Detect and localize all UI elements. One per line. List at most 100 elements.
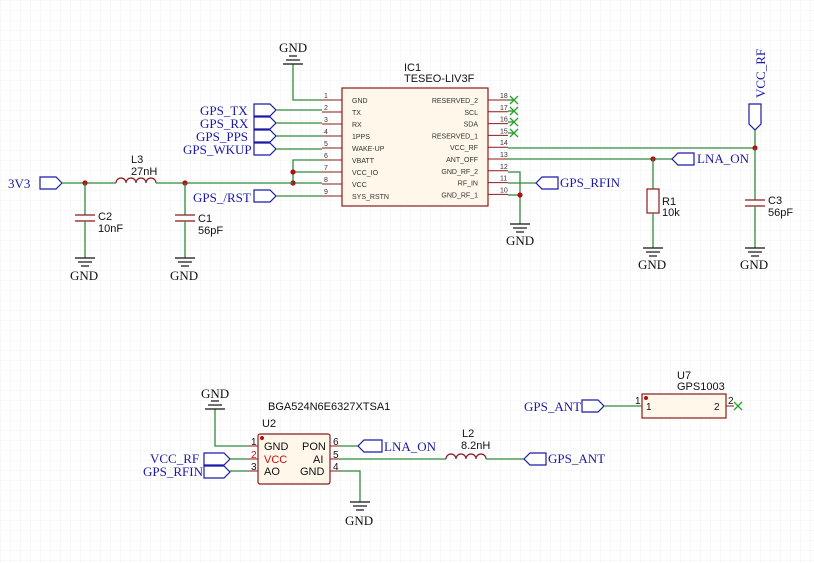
gnd-label: GND (70, 268, 98, 283)
c2-ref: C2 (98, 211, 112, 223)
ic1-pin-name: RX (352, 122, 362, 129)
gnd-label: GND (740, 257, 768, 272)
ic1-pin-name: SCL (464, 110, 478, 117)
l3-ref: L3 (131, 154, 143, 166)
c1-value: 56pF (198, 225, 223, 237)
port-gps-pps[interactable]: GPS_PPS (196, 129, 322, 144)
net-gps-rst: GPS_/RST (193, 190, 251, 205)
ic1-pin-name: VCC_IO (352, 170, 379, 177)
l2-value: 8.2nH (461, 440, 490, 452)
ic1-pin-name: TX (352, 110, 361, 117)
gnd-symbol-u2-bottom: GND (340, 470, 373, 528)
r1-ref: R1 (662, 196, 676, 208)
ic1-pin-num: 4 (324, 129, 328, 136)
capacitor-c3[interactable]: C3 56pF (745, 148, 793, 248)
u7-ref: U7 (677, 370, 691, 382)
u2-pin-num: 6 (333, 437, 339, 448)
gnd-label: GND (279, 40, 307, 55)
c2-value: 10nF (98, 223, 123, 235)
net-gps-rfin-bottom: GPS_RFIN (143, 464, 204, 479)
port-lna-on-bottom[interactable]: LNA_ON (340, 439, 437, 454)
port-vcc-rf-bottom[interactable]: VCC_RF (150, 451, 248, 466)
port-gps-wkup[interactable]: GPS_WKUP (183, 142, 322, 157)
port-gps-rst[interactable]: GPS_/RST (193, 189, 322, 205)
port-vcc-rf-top[interactable]: VCC_RF (508, 49, 768, 151)
ic1-pin-name: RF_IN (458, 181, 478, 188)
no-connect-markers (508, 95, 519, 138)
ic1-pin-name: VCC (352, 182, 367, 189)
ic1-pin-name: VBATT (352, 158, 375, 165)
port-gps-rfin-bottom[interactable]: GPS_RFIN (143, 464, 248, 479)
u7-pin1-num: 1 (635, 396, 641, 407)
ic1-symbol[interactable]: IC1 TESEO-LIV3F 1GND2TX3RX41PPS5WAKE-UP6… (322, 62, 508, 207)
ic1-pin-name: GND (352, 98, 368, 105)
u2-pin1-marker (260, 436, 264, 440)
port-gps-tx[interactable]: GPS_TX (200, 103, 322, 118)
port-gps-ant-top[interactable]: GPS_ANT (524, 399, 642, 414)
u2-pin-num: 3 (251, 462, 257, 473)
c3-value: 56pF (768, 207, 793, 219)
net-gps-tx: GPS_TX (200, 103, 248, 118)
ic1-pin-num: 16 (500, 117, 508, 124)
gnd-label: GND (638, 257, 666, 272)
u2-symbol[interactable]: BGA524N6E6327XTSA1 U2 1 2 3 GND VCC AO 6… (248, 401, 390, 485)
port-lna-on-top[interactable]: LNA_ON (508, 151, 750, 166)
gnd-symbol-c3: GND (740, 247, 768, 272)
port-gps-rx[interactable]: GPS_RX (200, 116, 322, 131)
u7-part: GPS1003 (677, 381, 725, 393)
u7-symbol[interactable]: U7 GPS1003 1 1 2 2 (635, 370, 743, 419)
port-3v3[interactable]: 3V3 (8, 176, 63, 191)
gnd-label: GND (345, 513, 373, 528)
ic1-pin-num: 9 (324, 189, 328, 196)
net-3v3: 3V3 (8, 176, 30, 191)
gnd-symbol-c2: GND (70, 257, 98, 283)
u2-pin-num: 4 (333, 462, 339, 473)
c3-ref: C3 (768, 195, 782, 207)
ic1-pin-num: 2 (324, 105, 328, 112)
gnd-symbol-u2-top: GND (201, 386, 248, 447)
ic1-right-pins: 18RESERVED_217SCL16SDA15RESERVED_114VCC_… (432, 93, 508, 199)
u2-pin-num: 2 (251, 450, 257, 461)
inductor-l2[interactable]: L2 8.2nH (445, 428, 490, 460)
net-vcc-rf: VCC_RF (753, 49, 768, 98)
net-gps-wkup: GPS_WKUP (183, 142, 252, 157)
capacitor-c1[interactable]: C1 56pF (175, 183, 223, 258)
u2-ref: U2 (262, 418, 276, 430)
gnd-symbol-c1: GND (170, 257, 198, 283)
ic1-left-pins: 1GND2TX3RX41PPS5WAKE-UP6VBATT7VCC_IO8VCC… (322, 93, 389, 201)
gnd-label: GND (201, 386, 229, 401)
port-gps-ant-bottom[interactable]: GPS_ANT (486, 451, 605, 466)
ic1-body (341, 87, 489, 207)
ic1-pin-name: RESERVED_1 (432, 133, 478, 140)
ic1-pin-num: 1 (324, 93, 328, 100)
junction (290, 169, 296, 175)
net-gps-ant-bottom: GPS_ANT (548, 451, 605, 466)
port-gps-rfin-top[interactable]: GPS_RFIN (508, 175, 621, 190)
u2-pin-name: GND (264, 441, 289, 453)
u7-pin1-marker (644, 396, 648, 400)
net-lna-on-bottom: LNA_ON (384, 439, 437, 454)
capacitor-c2[interactable]: C2 10nF (75, 183, 123, 258)
inductor-l3[interactable]: L3 27nH (115, 154, 157, 184)
net-vcc-rf-bottom: VCC_RF (150, 451, 199, 466)
ic1-pin-num: 10 (500, 187, 508, 194)
resistor-r1[interactable]: R1 10k (646, 159, 680, 248)
l2-ref: L2 (462, 428, 474, 440)
net-gps-rx: GPS_RX (200, 116, 249, 131)
ic1-pin-name: GND_RF_2 (441, 169, 478, 176)
u2-pin-name: VCC (264, 454, 287, 466)
ic1-pin-num: 5 (324, 141, 328, 148)
gnd-symbol-r1: GND (638, 247, 666, 272)
ic1-part: TESEO-LIV3F (404, 73, 475, 85)
ic1-pin-num: 12 (500, 164, 508, 171)
ic1-pin-name: RESERVED_2 (432, 98, 478, 105)
u2-pin-name: AI (313, 454, 323, 466)
ic1-pin-num: 13 (500, 152, 508, 159)
gnd-label: GND (170, 268, 198, 283)
ic1-pin-num: 7 (324, 165, 328, 172)
u2-pin-name: AO (264, 466, 280, 478)
ic1-pin-name: GND_RF_1 (441, 192, 478, 199)
l3-value: 27nH (131, 166, 157, 178)
net-gps-pps: GPS_PPS (196, 129, 248, 144)
